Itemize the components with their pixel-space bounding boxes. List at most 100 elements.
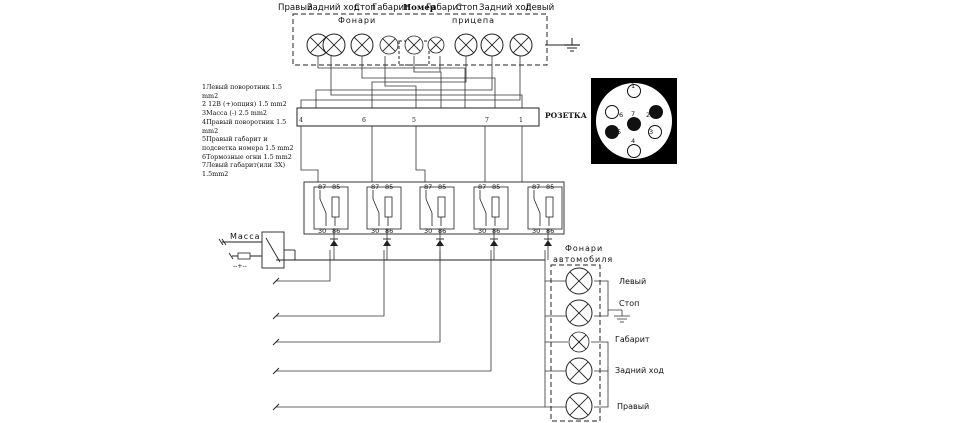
car-lamp-label-levyi: Левый [619, 277, 646, 286]
face-pin-7: 7 [631, 110, 635, 118]
relay-unit [527, 186, 563, 260]
legend-line: 1.5mm2 [202, 170, 229, 179]
relay-unit [366, 186, 402, 260]
trailer-lamp [350, 33, 374, 57]
relay-pin-labels: 87 [478, 183, 486, 191]
relay-group [303, 181, 565, 260]
face-pin-2: 2 [646, 111, 650, 119]
wire-terminal [272, 367, 280, 375]
face-pin-5: 5 [617, 128, 621, 136]
car-lamp-box: Фонари автомобиля [545, 244, 630, 422]
socket-pin-4: 4 [299, 117, 303, 124]
relay-pin-labels: 85 [385, 183, 393, 191]
legend-line: 1Левый поворотник 1.5 mm2 [202, 83, 282, 100]
face-pin-6: 6 [619, 111, 623, 119]
trailer-lamp [404, 35, 424, 55]
trailer-box-label-left: Фонари [338, 16, 376, 25]
car-lamp-labels: Левый Стоп Габарит Задний ход Правый [615, 277, 664, 411]
trailer-box-label-right: прицепа [452, 16, 495, 25]
relay-pin-labels: 87 [532, 183, 540, 191]
car-lamp-title-line1: Фонари [565, 244, 603, 253]
ground-label: Масса [230, 232, 261, 241]
car-lamp-label-gabarit: Габарит [615, 335, 650, 344]
wire-terminal [272, 338, 280, 346]
trailer-header-zadnii-hod-right: Задний ход [479, 3, 532, 13]
trailer-ground-symbol [545, 38, 580, 52]
car-lamp [565, 267, 593, 295]
trailer-header-stop-right: Стоп [456, 3, 478, 13]
trailer-lamp [379, 35, 399, 55]
trailer-header-pravyi: Правый [278, 3, 313, 13]
relay-pin-labels: 86 [546, 227, 554, 235]
trailer-header-zadnii-hod: Задний ход [307, 3, 360, 13]
car-lamp [565, 392, 593, 420]
legend-line: 4Правый поворотник 1.5 mm2 [202, 117, 287, 135]
trailer-lamp [322, 33, 346, 57]
legend-line: 5Правый габарит и подсветка номера 1.5 m… [202, 135, 294, 152]
trailer-lamps [306, 33, 533, 57]
face-pin-4: 4 [631, 137, 635, 145]
wire-legend: 1Левый поворотник 1.5 mm2 2 12В (+)опция… [202, 83, 300, 179]
legend-line: 3Масса (-) 2.5 mm2 [202, 109, 267, 118]
socket-pin-5: 5 [412, 117, 416, 124]
relay-pin-labels: 86 [492, 227, 500, 235]
relay-pin-labels: 86 [385, 227, 393, 235]
trailer-header-gabarit-left: Габарит [372, 3, 409, 13]
trailer-header-stop: Стоп [354, 3, 376, 13]
relay-pin-labels: 86 [438, 227, 446, 235]
car-lamps [565, 267, 593, 420]
relay-pin-labels: 86 [332, 227, 340, 235]
face-pin-1: 1 [631, 82, 635, 90]
car-lamp [565, 299, 593, 327]
car-lamp [568, 331, 590, 353]
trailer-lamp [480, 33, 504, 57]
socket-pin-1: 1 [519, 117, 523, 124]
wire-terminal [272, 277, 280, 285]
left-wire-terminals [272, 277, 280, 411]
relay-unit [313, 186, 349, 260]
relay-pin-labels: 85 [546, 183, 554, 191]
car-lamp-title-line2: автомобиля [553, 255, 613, 264]
legend-line: 2 12В (+)опция) 1.5 mm2 [202, 100, 287, 109]
trailer-lamp-header-labels: Правый Задний ход Стоп Габарит Номер Габ… [278, 3, 554, 13]
trailer-header-gabarit-right: Габарит [426, 3, 463, 13]
relay-pin-labels: 85 [332, 183, 340, 191]
trailer-lamp [454, 33, 478, 57]
socket-strip-label: РОЗЕТКА [545, 111, 588, 120]
ground-input: Масса --+-- [218, 231, 545, 270]
car-lamp-label-zadnii-hod: Задний ход [615, 366, 664, 375]
wire-terminal [272, 312, 280, 320]
relay-pin-labels: 87 [371, 183, 379, 191]
relay-pin-labels: 30 [532, 227, 540, 235]
socket-pin-7: 7 [485, 117, 489, 124]
socket-to-relay-wires [300, 126, 523, 182]
relay-to-car-wires [276, 250, 546, 408]
relay-pin-labels: 30 [424, 227, 432, 235]
relay-unit [419, 186, 455, 260]
wire-terminal [272, 403, 280, 411]
socket-strip: РОЗЕТКА 4 6 5 7 1 [296, 107, 588, 127]
trailer-header-nomer: Номер [403, 3, 436, 13]
face-pin-3: 3 [649, 128, 653, 136]
trailer-header-levyi: Левый [525, 3, 554, 13]
relay-pin-labels: 87 [424, 183, 432, 191]
trailer-lamp [509, 33, 533, 57]
relay-pin-labels: 87 [318, 183, 326, 191]
car-lamp-label-stop: Стоп [619, 299, 639, 308]
relay-pin-labels: 30 [478, 227, 486, 235]
trailer-lamp [427, 36, 445, 54]
relay-pin-labels: 30 [371, 227, 379, 235]
relay-pin-labels: 85 [438, 183, 446, 191]
relay-pin-labels: 30 [318, 227, 326, 235]
car-lamp-label-pravyi: Правый [617, 402, 649, 411]
legend-line: 6Тормозные огни 1.5 mm2 [202, 152, 292, 161]
trailer-to-socket-wires [300, 56, 523, 108]
relay-pin-labels: 85 [492, 183, 500, 191]
legend-line: 7Левый габарит(или 3Х) [202, 161, 286, 170]
socket-face: 1 2 3 4 5 6 7 [591, 78, 677, 164]
relay-unit [473, 186, 509, 260]
socket-pin-6: 6 [362, 117, 366, 124]
car-lamp [565, 357, 593, 385]
